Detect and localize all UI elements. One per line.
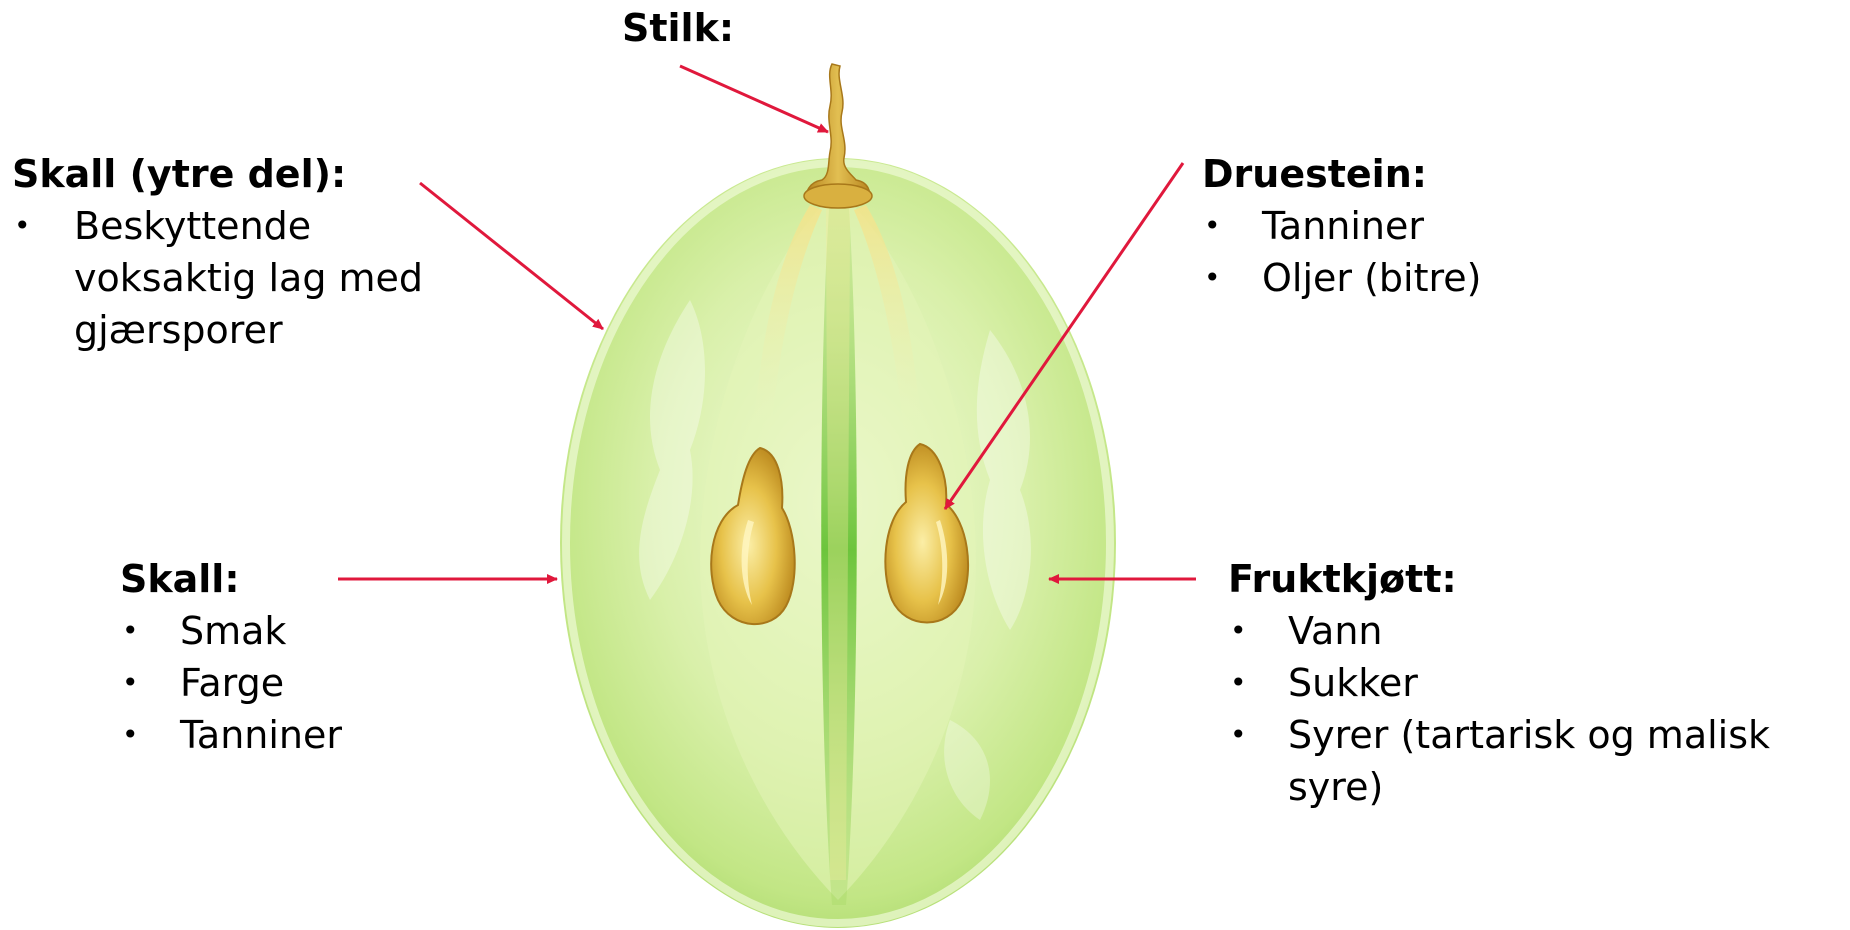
label-pulp-title: Fruktkjøtt: — [1228, 553, 1838, 605]
label-seed-item: Oljer (bitre) — [1202, 252, 1482, 304]
label-skin-outer: Skall (ytre del): Beskyttende voksaktig … — [12, 148, 432, 356]
vein-center — [826, 200, 850, 880]
arrow-stalk — [680, 66, 828, 132]
label-seed-title: Druestein: — [1202, 148, 1482, 200]
label-pulp: Fruktkjøtt: Vann Sukker Syrer (tartarisk… — [1228, 553, 1838, 813]
label-skin-title: Skall: — [120, 553, 342, 605]
label-pulp-item: Vann — [1228, 605, 1838, 657]
label-seed-list: Tanniner Oljer (bitre) — [1202, 200, 1482, 304]
label-seed-item: Tanniner — [1202, 200, 1482, 252]
label-skin-item: Farge — [120, 657, 342, 709]
label-skin-item: Smak — [120, 605, 342, 657]
label-stalk: Stilk: — [622, 2, 734, 54]
label-skin-list: Smak Farge Tanniner — [120, 605, 342, 761]
label-skin-outer-list: Beskyttende voksaktig lag med gjærsporer — [12, 200, 432, 356]
label-seed: Druestein: Tanniner Oljer (bitre) — [1202, 148, 1482, 304]
label-skin-outer-title: Skall (ytre del): — [12, 148, 432, 200]
label-stalk-title: Stilk: — [622, 2, 734, 54]
label-skin-outer-item: Beskyttende voksaktig lag med gjærsporer — [12, 200, 432, 356]
stem-base — [804, 184, 872, 208]
label-skin: Skall: Smak Farge Tanniner — [120, 553, 342, 761]
label-pulp-item: Sukker — [1228, 657, 1838, 709]
label-pulp-item: Syrer (tartarisk og malisk syre) — [1228, 709, 1838, 813]
arrow-skin-outer — [420, 183, 603, 329]
label-skin-item: Tanniner — [120, 709, 342, 761]
label-pulp-list: Vann Sukker Syrer (tartarisk og malisk s… — [1228, 605, 1838, 813]
